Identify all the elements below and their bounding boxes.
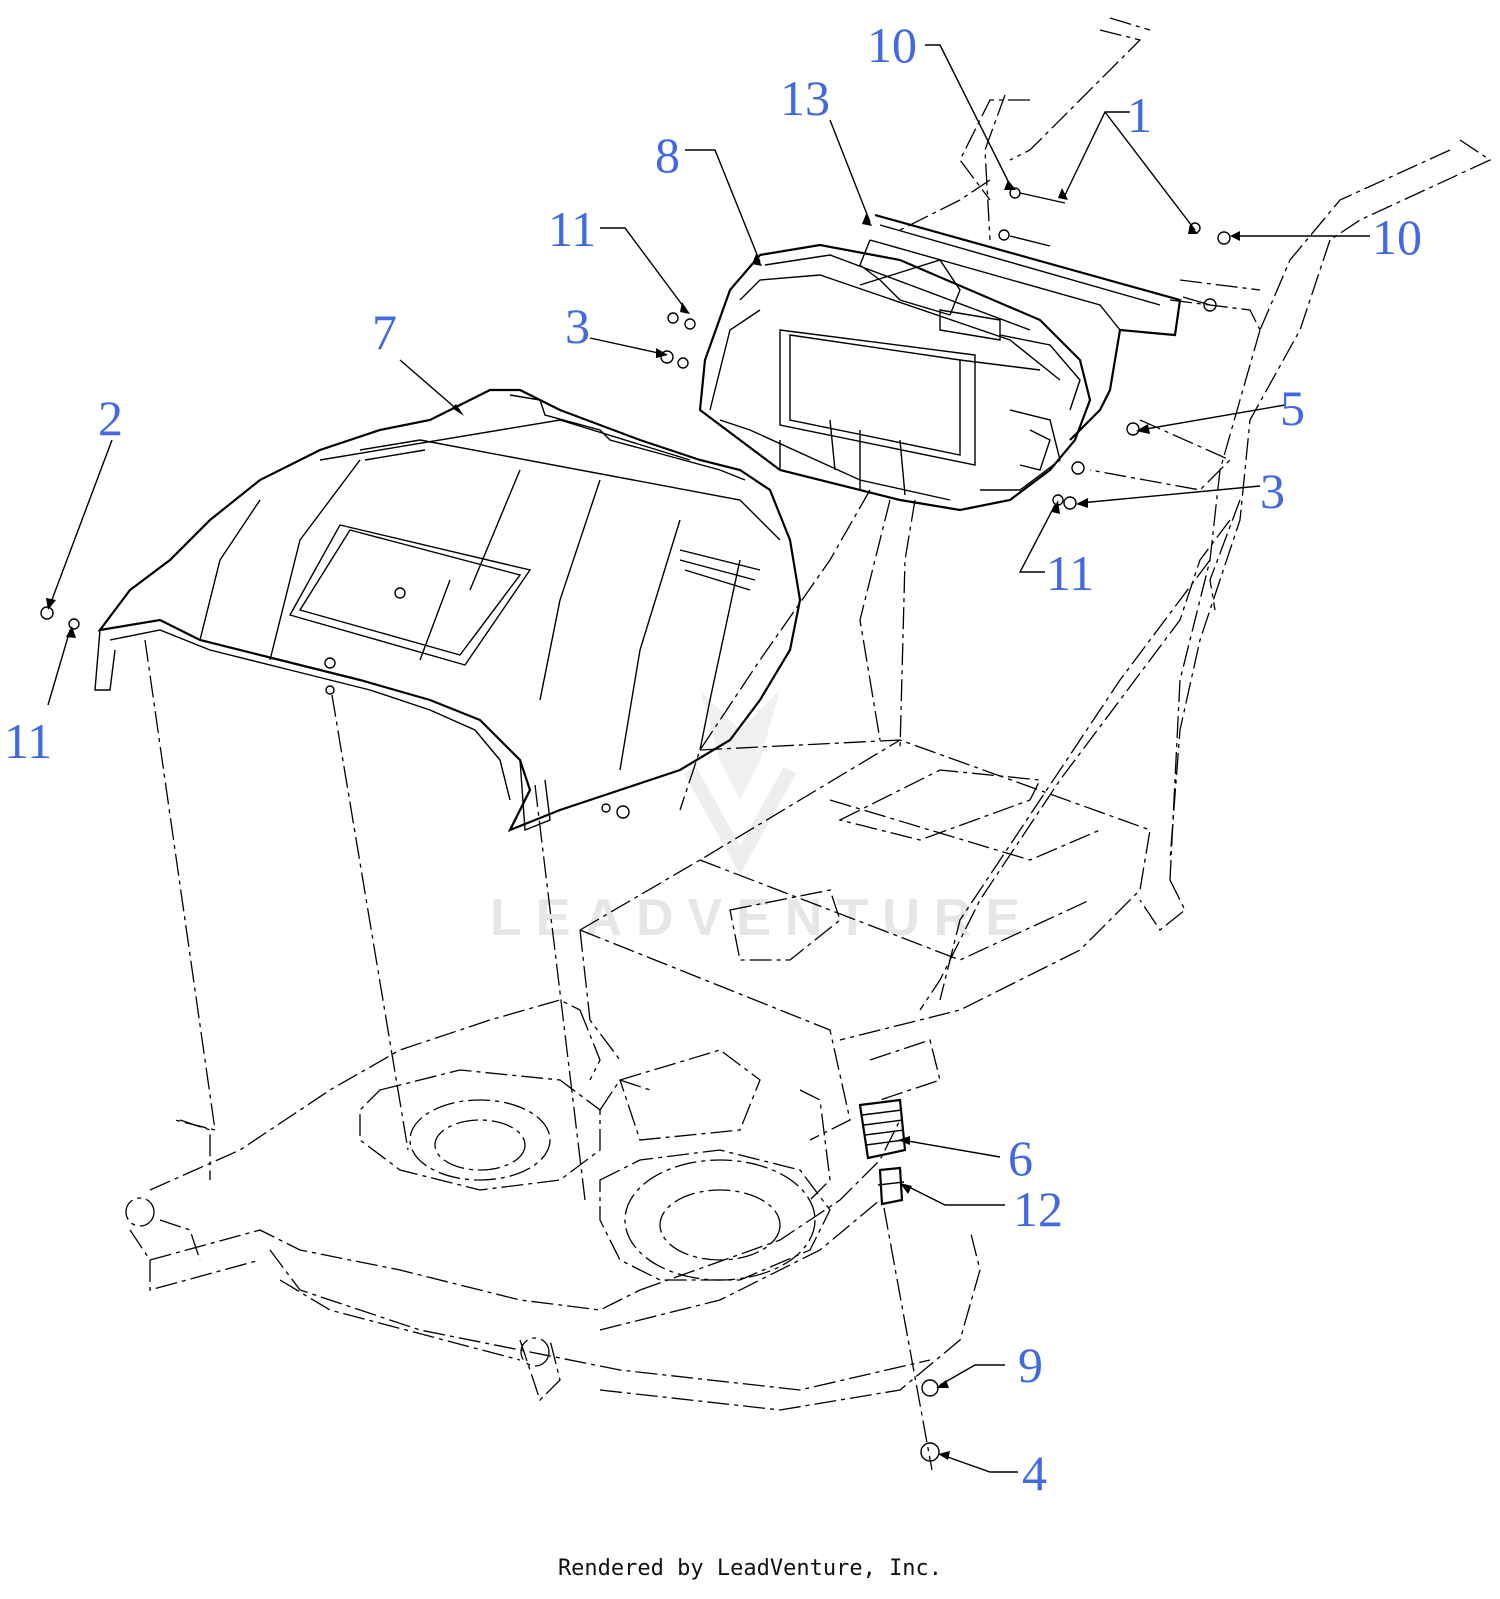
console-assembly [698, 213, 1182, 512]
leader-lines [46, 44, 1370, 1473]
callout-2: 2 [98, 390, 123, 446]
callout-10-top: 10 [867, 17, 917, 73]
callout-13: 13 [780, 70, 830, 126]
callout-1: 1 [1127, 87, 1152, 143]
callout-6: 6 [1008, 1130, 1033, 1186]
fasteners [40, 187, 1231, 1462]
callout-4: 4 [1022, 1445, 1047, 1501]
mower-deck-frame [125, 739, 1151, 1411]
callout-5: 5 [1280, 380, 1305, 436]
callout-11-right: 11 [1046, 545, 1094, 601]
alignment-lines [144, 489, 933, 1471]
callout-8: 8 [655, 127, 680, 183]
callout-3-left: 3 [565, 298, 590, 354]
callout-7: 7 [372, 304, 397, 360]
callout-11-left: 11 [4, 713, 52, 769]
callout-labels: 10 1 10 13 8 11 3 7 2 11 5 3 11 6 12 9 4 [4, 17, 1422, 1501]
handle-frame [899, 17, 1492, 1011]
spring-and-fitting [858, 1098, 907, 1206]
watermark-text: LEADVENTURE [490, 889, 1034, 947]
callout-12: 12 [1013, 1181, 1063, 1237]
callout-9: 9 [1018, 1337, 1043, 1393]
callout-11-upper: 11 [548, 201, 596, 257]
watermark: LEADVENTURE [490, 690, 1034, 947]
render-credit: Rendered by LeadVenture, Inc. [557, 1556, 943, 1581]
callout-10-right: 10 [1372, 209, 1422, 265]
callout-3-right: 3 [1260, 463, 1285, 519]
engine-hood [94, 388, 802, 833]
